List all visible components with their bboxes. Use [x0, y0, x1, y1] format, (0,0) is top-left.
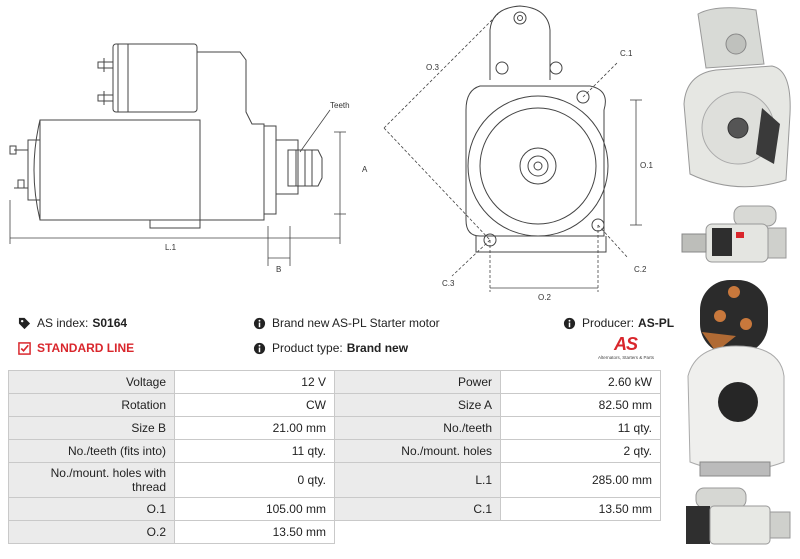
dim-a-label: A: [362, 165, 368, 174]
spec-label: No./teeth: [333, 416, 502, 440]
as-index-row: AS index: S0164: [18, 316, 127, 330]
product-type-value: Brand new: [346, 341, 409, 355]
spec-label: L.1: [333, 462, 502, 498]
standard-line-label: STANDARD LINE: [37, 341, 135, 355]
spec-value: 11 qty.: [174, 439, 335, 463]
tag-icon: [18, 317, 31, 329]
spec-label: Size B: [7, 416, 176, 440]
spec-label: Size A: [333, 393, 502, 417]
spec-row: No./teeth (fits into)11 qty.No./mount. h…: [7, 439, 661, 463]
dim-c2-label: C.2: [634, 265, 647, 274]
dim-c3-label: C.3: [442, 279, 455, 288]
brand-text: Brand new AS-PL Starter motor: [272, 316, 440, 330]
spec-value: 105.00 mm: [174, 497, 335, 521]
teeth-label: Teeth: [330, 101, 350, 110]
spec-value: 2 qty.: [500, 439, 661, 463]
brand-row: Brand new AS-PL Starter motor: [253, 316, 440, 330]
spec-label: Rotation: [7, 393, 176, 417]
dim-c1-label: C.1: [620, 49, 633, 58]
spec-value: 13.50 mm: [500, 497, 661, 521]
spec-label: C.1: [333, 497, 502, 521]
spec-value: 13.50 mm: [174, 520, 335, 544]
spec-value: CW: [174, 393, 335, 417]
product-photo-side-1[interactable]: [676, 198, 796, 274]
producer-logo: AS Alternators, Starters & Parts: [598, 334, 664, 364]
spec-value: 12 V: [174, 370, 335, 394]
as-index-value: S0164: [92, 316, 128, 330]
spec-value: 11 qty.: [500, 416, 661, 440]
product-type-row: Product type: Brand new: [253, 341, 408, 355]
spec-value: 82.50 mm: [500, 393, 661, 417]
logo-tagline: Alternators, Starters & Parts: [598, 355, 655, 360]
spec-value: 21.00 mm: [174, 416, 335, 440]
dim-o3-label: O.3: [426, 63, 439, 72]
spec-value: 0 qty.: [174, 462, 335, 498]
spec-label: O.2: [7, 520, 176, 544]
spec-label: No./mount. holes with thread: [7, 462, 176, 498]
info-icon: [563, 317, 576, 329]
spec-label: No./mount. holes: [333, 439, 502, 463]
product-photo-front[interactable]: [676, 4, 796, 196]
product-photo-side-2[interactable]: [676, 484, 796, 554]
spec-label: O.1: [7, 497, 176, 521]
spec-label: No./teeth (fits into): [7, 439, 176, 463]
spec-label: Voltage: [7, 370, 176, 394]
dim-b-label: B: [276, 265, 281, 274]
dim-o1-label: O.1: [640, 161, 653, 170]
logo-mark: AS: [614, 334, 638, 354]
spec-value: 285.00 mm: [500, 462, 661, 498]
product-photo-rear[interactable]: [676, 276, 796, 482]
dim-o2-label: O.2: [538, 293, 551, 302]
spec-label: Power: [333, 370, 502, 394]
spec-value: [500, 520, 661, 544]
as-index-label: AS index:: [37, 316, 89, 330]
product-type-label: Product type:: [272, 341, 343, 355]
producer-value: AS-PL: [638, 316, 675, 330]
side-view-drawing: Teeth A L.1 B: [9, 43, 368, 274]
checkbox-checked-icon: [18, 341, 31, 355]
info-icon: [253, 342, 266, 354]
spec-value: 2.60 kW: [500, 370, 661, 394]
dim-l1-label: L.1: [165, 243, 177, 252]
front-view-drawing: O.3 C.1 O.1 C.2 C.3 O.2: [383, 5, 653, 302]
producer-label: Producer:: [582, 316, 635, 330]
standard-line-row: STANDARD LINE: [18, 341, 134, 355]
producer-row: Producer: AS-PL: [563, 316, 674, 330]
info-icon: [253, 317, 266, 329]
spec-label: [334, 520, 501, 544]
